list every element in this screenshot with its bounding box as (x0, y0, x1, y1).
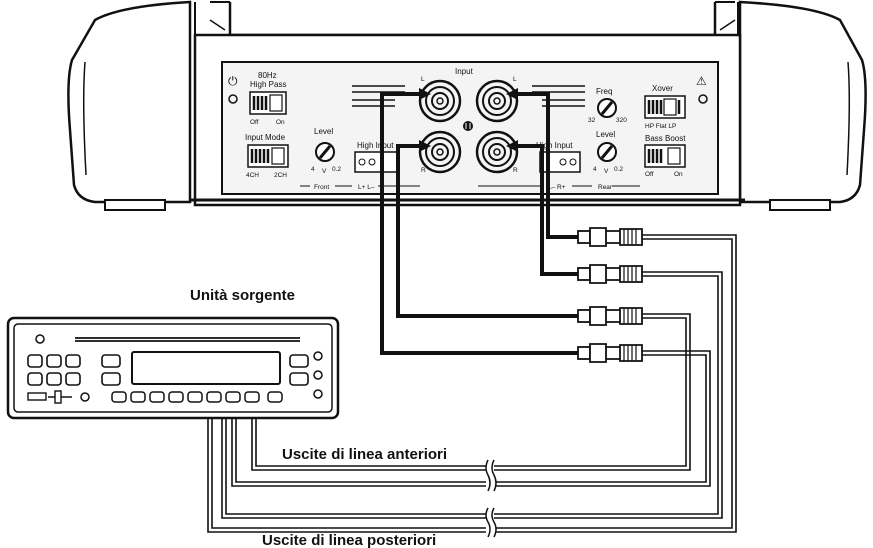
rca-plug-4 (577, 343, 643, 363)
front-channels-label: L+ L– (358, 184, 375, 191)
rear-channels-label: L– R+ (548, 184, 566, 191)
front-level-unit: V (322, 168, 327, 175)
freq-title: Freq (596, 87, 612, 96)
rca-cables-to-amp (380, 92, 578, 355)
rca-plug-1 (577, 227, 643, 247)
ground-screw-icon (463, 121, 473, 131)
bassboost-on-label: On (674, 171, 683, 178)
front-highinput-connector[interactable] (354, 151, 398, 173)
front-level-knob[interactable] (315, 142, 335, 162)
rca-plugs (577, 227, 643, 363)
rca-plug-2 (577, 264, 643, 284)
highpass-on-label: On (276, 119, 285, 126)
rca-plug-3 (577, 306, 643, 326)
cable-arrowheads (419, 88, 518, 152)
inputmode-4ch-label: 4CH (246, 172, 259, 179)
rear-highinput-label: High Input (536, 141, 573, 150)
freq-min-label: 32 (588, 117, 596, 124)
highpass-title-1: 80Hz (258, 71, 277, 80)
rear-level-knob[interactable] (597, 142, 617, 162)
rca-cables-to-source (207, 234, 737, 533)
xover-switch[interactable] (644, 95, 686, 119)
front-level-max: 0.2 (332, 166, 341, 173)
power-indicator (228, 94, 238, 104)
rca-jack-rear-right[interactable] (475, 130, 519, 174)
front-level-min: 4 (311, 166, 315, 173)
inputmode-title: Input Mode (245, 133, 286, 142)
bassboost-off-label: Off (645, 171, 654, 178)
warning-icon: ⚠ (696, 74, 707, 88)
rca-jack-front-left[interactable] (418, 79, 462, 123)
rear-level-min: 4 (593, 166, 597, 173)
highpass-title-2: High Pass (250, 80, 286, 89)
rca-jack-front-right[interactable] (418, 130, 462, 174)
inputmode-switch[interactable] (247, 144, 289, 168)
jack-rear-right-label: R (513, 167, 518, 174)
warning-indicator (698, 94, 708, 104)
jack-front-left-label: L (421, 76, 425, 83)
source-unit (6, 316, 340, 420)
jack-rear-left-label: L (513, 76, 517, 83)
rear-label: Rear (598, 184, 613, 191)
freq-max-label: 320 (616, 117, 627, 124)
rca-jack-rear-left[interactable] (475, 79, 519, 123)
xover-title: Xover (652, 84, 673, 93)
rear-level-max: 0.2 (614, 166, 623, 173)
xover-options-label: HP Flat LP (645, 123, 676, 130)
source-unit-caption: Unità sorgente (190, 287, 295, 304)
highpass-switch[interactable] (249, 91, 287, 115)
bassboost-title: Bass Boost (645, 134, 686, 143)
front-level-title: Level (314, 127, 333, 136)
cable-break-marks (485, 459, 497, 538)
rear-level-unit: V (604, 168, 609, 175)
highpass-off-label: Off (250, 119, 259, 126)
rear-level-title: Level (596, 130, 615, 139)
bassboost-switch[interactable] (644, 144, 686, 168)
front-highinput-label: High Input (357, 141, 394, 150)
jack-front-right-label: R (421, 167, 426, 174)
amplifier (67, 0, 867, 211)
input-label: Input (455, 67, 474, 76)
power-icon: ⏻ (228, 74, 238, 88)
front-label: Front (314, 184, 329, 191)
front-outputs-caption: Uscite di linea anteriori (282, 446, 447, 463)
inputmode-2ch-label: 2CH (274, 172, 287, 179)
rear-outputs-caption: Uscite di linea posteriori (262, 532, 436, 548)
freq-knob[interactable] (597, 98, 617, 118)
